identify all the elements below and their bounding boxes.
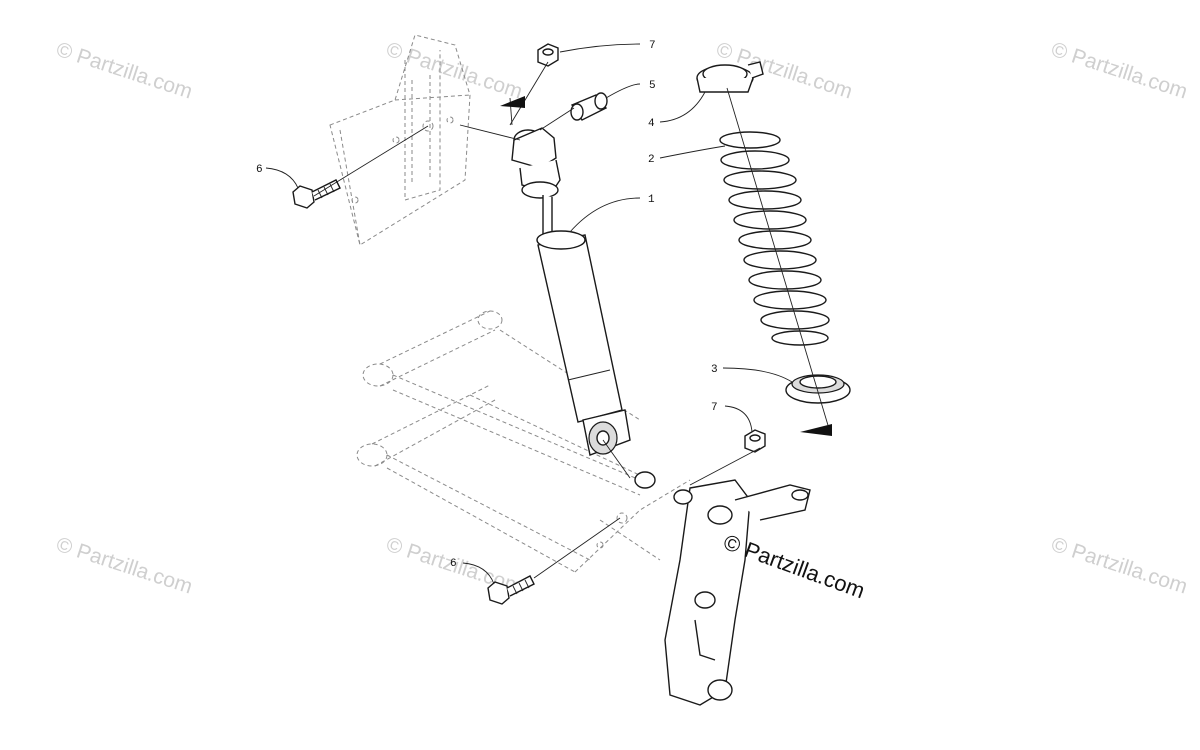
bolt-top [292, 179, 341, 209]
coil-spring [719, 131, 830, 346]
callout-3: 3 [711, 364, 718, 376]
callout-6-bottom: 6 [450, 558, 457, 570]
callout-1: 1 [648, 194, 655, 206]
spindle-knuckle [634, 471, 811, 706]
upper-spring-retainer [696, 61, 764, 93]
watermark-layer: © Partzilla.com © Partzilla.com © Partzi… [53, 38, 1190, 599]
callout-4: 4 [648, 118, 655, 130]
assembly-lines [313, 61, 831, 579]
bushing [570, 92, 608, 121]
a-arm-ghost [356, 310, 691, 573]
lower-spring-seat [785, 374, 851, 404]
callout-labels: 7 5 4 2 1 6 3 7 6 [256, 40, 718, 570]
watermark-text: © Partzilla.com [53, 38, 195, 104]
lock-nut-bottom [744, 429, 766, 453]
callout-leaders [265, 43, 793, 585]
direction-arrow-icon [800, 424, 832, 436]
watermark-text: © Partzilla.com [53, 533, 195, 599]
bolt-bottom [487, 575, 535, 605]
callout-6-top: 6 [256, 164, 263, 176]
lock-nut-top [537, 43, 559, 67]
direction-arrow-icon [500, 96, 525, 108]
watermark-text: © Partzilla.com [1048, 38, 1190, 104]
callout-2: 2 [648, 154, 655, 166]
direction-arrows [500, 96, 832, 436]
frame-bracket-ghost [329, 34, 471, 246]
callout-7-bottom: 7 [711, 402, 718, 414]
callout-7-top: 7 [649, 40, 656, 52]
watermark-text: © Partzilla.com [1048, 533, 1190, 599]
callout-5: 5 [649, 80, 656, 92]
shock-absorber [511, 127, 631, 456]
